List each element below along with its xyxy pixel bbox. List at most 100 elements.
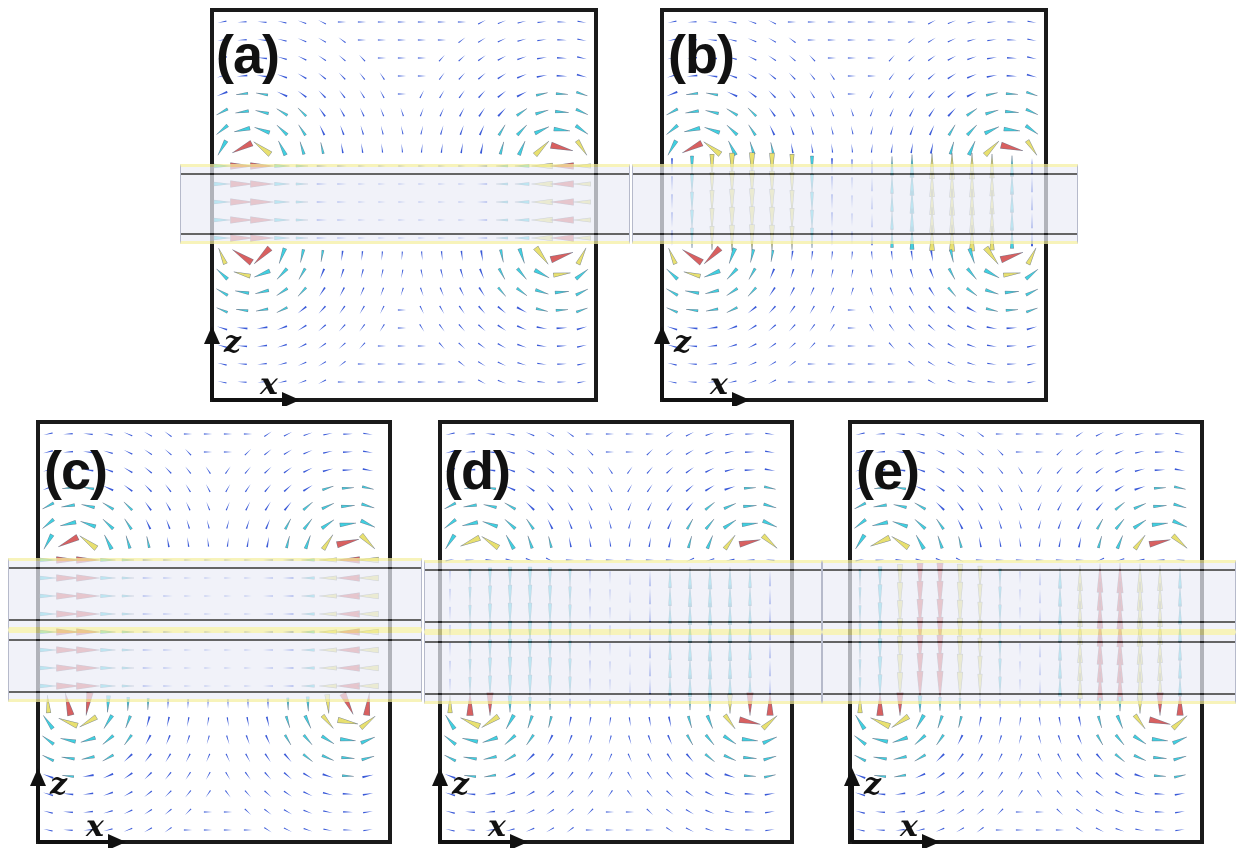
field-arrow bbox=[285, 536, 290, 549]
field-arrow bbox=[144, 790, 153, 797]
field-arrow bbox=[485, 433, 495, 436]
field-arrow bbox=[557, 363, 567, 365]
field-arrow bbox=[850, 107, 854, 117]
field-arrow bbox=[1035, 451, 1045, 453]
field-arrow bbox=[497, 73, 507, 80]
field-arrow bbox=[741, 522, 758, 527]
field-arrow bbox=[908, 72, 916, 80]
field-arrow bbox=[874, 775, 887, 778]
field-arrow bbox=[947, 267, 956, 280]
field-arrow bbox=[546, 753, 554, 763]
field-arrow bbox=[1025, 139, 1038, 156]
field-arrow bbox=[297, 107, 308, 118]
field-arrow bbox=[437, 381, 447, 383]
field-arrow bbox=[338, 342, 346, 350]
field-arrow bbox=[867, 57, 877, 59]
field-arrow bbox=[829, 323, 835, 332]
z-axis-label: z bbox=[673, 326, 692, 360]
field-arrow bbox=[628, 537, 631, 547]
field-arrow bbox=[217, 381, 227, 384]
field-arrow bbox=[515, 124, 527, 137]
field-arrow bbox=[854, 501, 867, 510]
field-arrow bbox=[244, 808, 252, 816]
field-arrow bbox=[357, 363, 367, 365]
field-arrow bbox=[855, 792, 866, 797]
field-arrow bbox=[726, 91, 738, 98]
field-arrow bbox=[1037, 753, 1042, 763]
field-arrow bbox=[977, 753, 984, 763]
field-arrow bbox=[966, 91, 977, 98]
field-arrow bbox=[264, 484, 272, 493]
field-arrow bbox=[791, 142, 794, 154]
field-arrow bbox=[686, 309, 699, 313]
field-arrow bbox=[223, 829, 233, 831]
field-arrow bbox=[966, 74, 977, 79]
field-arrow bbox=[705, 809, 715, 814]
field-arrow bbox=[420, 269, 423, 279]
field-arrow bbox=[909, 268, 914, 279]
field-arrow bbox=[1035, 433, 1045, 435]
field-arrow bbox=[102, 502, 115, 511]
field-arrow bbox=[705, 432, 715, 437]
field-arrow bbox=[226, 735, 230, 745]
field-arrow bbox=[765, 450, 775, 453]
field-arrow bbox=[855, 432, 865, 436]
field-arrow bbox=[297, 55, 307, 61]
field-arrow bbox=[363, 432, 373, 435]
field-arrow bbox=[525, 753, 535, 762]
field-arrow bbox=[927, 55, 936, 62]
field-arrow bbox=[827, 39, 837, 41]
field-arrow bbox=[747, 361, 757, 366]
field-arrow bbox=[830, 125, 834, 135]
slab-layer bbox=[8, 558, 422, 630]
field-arrow bbox=[910, 250, 913, 262]
field-arrow bbox=[216, 307, 229, 314]
field-arrow bbox=[303, 791, 313, 797]
field-arrow bbox=[914, 733, 927, 745]
field-arrow bbox=[1006, 57, 1017, 59]
field-arrow bbox=[1036, 790, 1043, 798]
field-arrow bbox=[397, 75, 407, 77]
field-arrow bbox=[1115, 809, 1125, 814]
field-arrow bbox=[685, 431, 695, 437]
field-arrow bbox=[145, 518, 152, 530]
field-arrow bbox=[1018, 501, 1023, 511]
field-arrow bbox=[1003, 126, 1021, 132]
field-arrow bbox=[1095, 501, 1104, 511]
field-arrow bbox=[63, 450, 74, 453]
field-arrow bbox=[956, 771, 965, 780]
field-arrow bbox=[747, 343, 757, 349]
field-arrow bbox=[1114, 733, 1125, 746]
field-arrow bbox=[576, 73, 588, 78]
field-arrow bbox=[627, 484, 633, 493]
field-arrow bbox=[847, 345, 857, 347]
field-arrow bbox=[725, 433, 735, 436]
field-arrow bbox=[380, 107, 385, 117]
field-arrow bbox=[1024, 124, 1039, 135]
slab-layer bbox=[8, 630, 422, 702]
field-arrow bbox=[646, 771, 653, 780]
field-arrow bbox=[930, 250, 933, 262]
field-arrow bbox=[686, 345, 698, 348]
field-arrow bbox=[1155, 811, 1165, 813]
field-arrow bbox=[890, 269, 894, 279]
field-arrow bbox=[855, 828, 865, 832]
field-arrow bbox=[725, 810, 735, 814]
field-arrow bbox=[357, 39, 367, 41]
slab-edge bbox=[633, 173, 1077, 175]
field-arrow bbox=[63, 829, 73, 831]
field-arrow bbox=[302, 772, 313, 779]
field-arrow bbox=[264, 449, 272, 456]
slab-edge bbox=[9, 619, 421, 621]
field-arrow bbox=[768, 324, 777, 332]
field-arrow bbox=[42, 501, 55, 510]
field-arrow bbox=[1006, 345, 1018, 347]
field-arrow bbox=[276, 91, 288, 98]
field-arrow bbox=[890, 251, 893, 261]
field-arrow bbox=[1024, 269, 1039, 281]
field-arrow bbox=[1170, 715, 1188, 731]
field-arrow bbox=[935, 467, 945, 474]
field-arrow bbox=[967, 20, 977, 24]
field-arrow bbox=[1006, 327, 1018, 330]
field-arrow bbox=[910, 142, 913, 154]
